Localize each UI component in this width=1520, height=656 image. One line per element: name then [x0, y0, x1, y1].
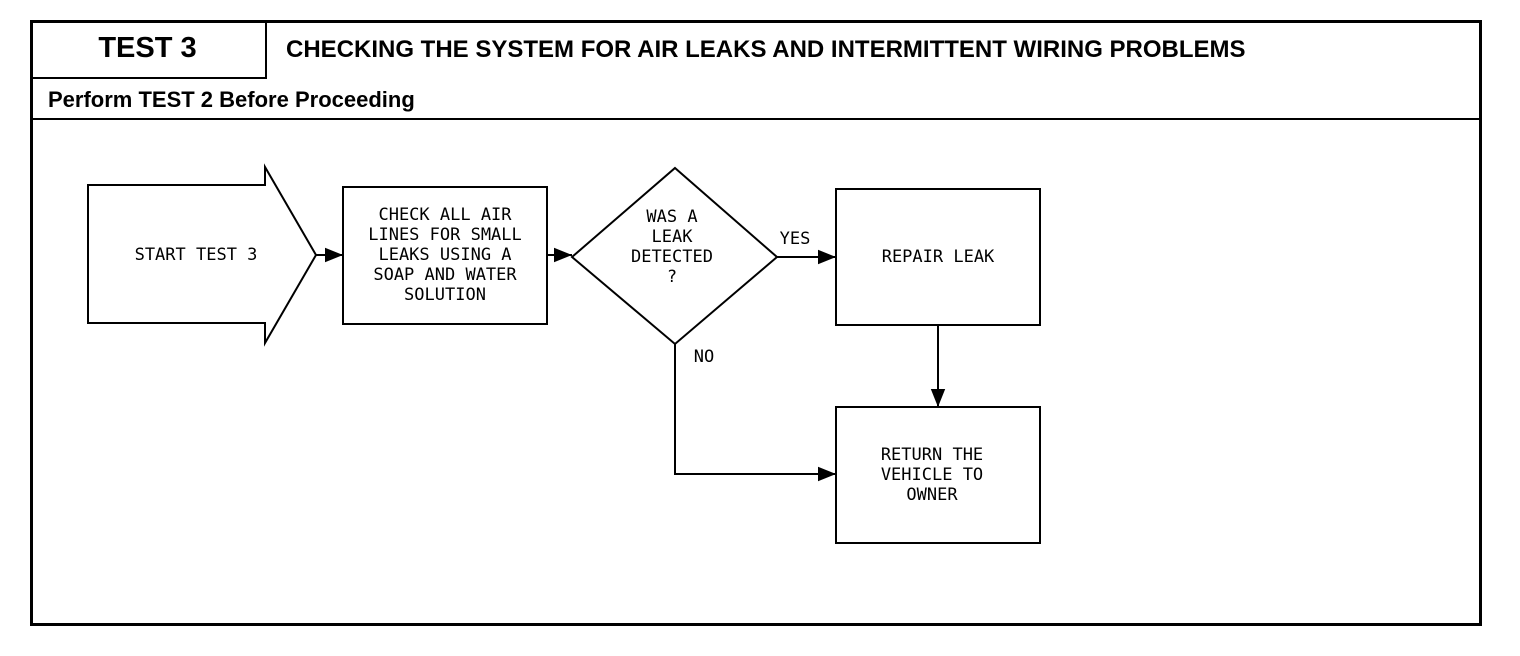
check-line-2: LINES FOR SMALL	[368, 225, 522, 245]
test-number-box: TEST 3	[30, 20, 267, 79]
check-line-4: SOAP AND WATER	[373, 265, 517, 285]
test-label: TEST 3	[98, 32, 197, 64]
check-line-3: LEAKS USING A	[378, 245, 511, 265]
return-line-2: VEHICLE TO	[881, 465, 983, 485]
test-frame	[30, 20, 1482, 626]
prerequisite-note: Perform TEST 2 Before Proceeding	[48, 87, 415, 112]
check-air-lines-box	[342, 186, 548, 325]
start-arrow-shape	[87, 163, 318, 347]
yes-label: YES	[780, 229, 811, 249]
page-title: CHECKING THE SYSTEM FOR AIR LEAKS AND IN…	[286, 36, 1246, 63]
connector-no-to-return	[674, 344, 836, 482]
decision-line-4: ?	[667, 267, 677, 287]
decision-line-1: WAS A	[646, 207, 697, 227]
decision-line-3: DETECTED	[631, 247, 713, 267]
return-vehicle-box	[835, 406, 1041, 544]
decision-line-2: LEAK	[652, 227, 694, 247]
header-divider	[30, 118, 1482, 120]
no-label: NO	[694, 347, 714, 367]
check-line-5: SOLUTION	[404, 285, 486, 305]
check-line-1: CHECK ALL AIR	[378, 205, 512, 225]
return-line-3: OWNER	[906, 485, 958, 505]
start-label: START TEST 3	[135, 245, 258, 265]
repair-leak-box	[835, 188, 1041, 326]
repair-label: REPAIR LEAK	[882, 247, 995, 267]
return-line-1: RETURN THE	[881, 445, 983, 465]
